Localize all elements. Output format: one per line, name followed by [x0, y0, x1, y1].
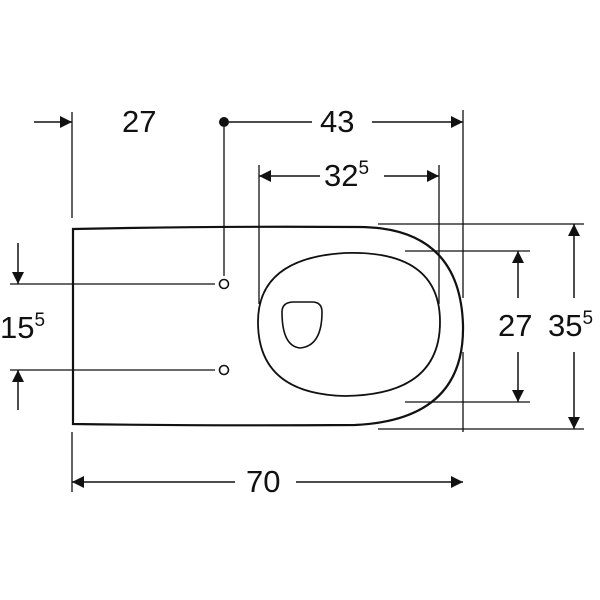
extension-lines: [10, 110, 584, 492]
bowl-opening: [257, 252, 441, 397]
fixing-hole-upper: [218, 278, 230, 290]
label-fixing-to-front: 43: [320, 104, 354, 139]
flush-inlet: [281, 301, 323, 349]
reference-point: [219, 117, 229, 127]
label-fixing-hole-spacing: 155: [0, 310, 45, 345]
label-total-length: 70: [246, 464, 280, 499]
label-bowl-opening-width: 27: [498, 308, 532, 343]
label-bowl-opening-length: 325: [324, 158, 369, 193]
label-offset-left: 27: [122, 104, 156, 139]
toilet-body-outline: [71, 225, 465, 427]
label-total-width: 355: [548, 308, 593, 343]
dimension-lines: [12, 116, 580, 488]
fixing-hole-lower: [218, 364, 230, 376]
